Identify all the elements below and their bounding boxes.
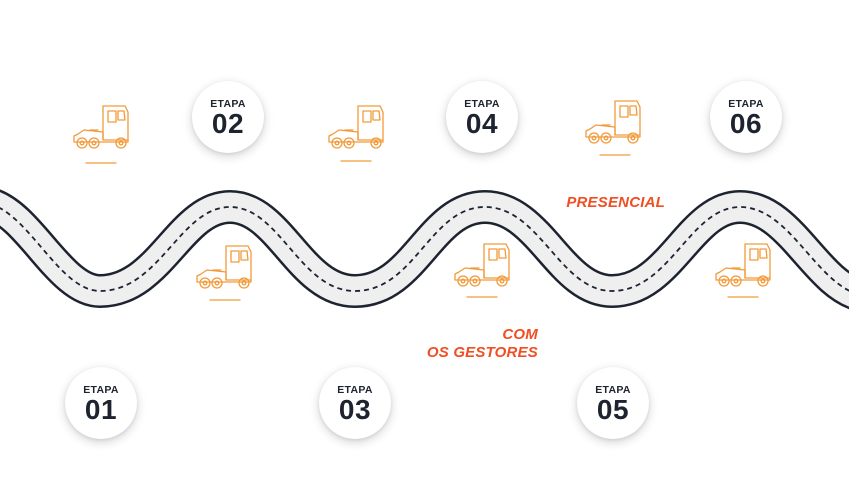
callout-presencial: PRESENCIAL: [555, 194, 665, 212]
truck-icon: [328, 105, 384, 162]
stage-number: 02: [211, 107, 245, 139]
stage-number: 03: [338, 393, 372, 425]
truck-icon: [196, 245, 252, 301]
road-center-line: [0, 206, 849, 292]
stage-03-badge: ETAPA 03: [319, 367, 391, 439]
callout-com-os-gestores: COM OS GESTORES: [410, 326, 538, 362]
truck-icon: [585, 100, 641, 156]
stage-04-badge: ETAPA 04: [446, 81, 518, 153]
callout-gestores-line1: COM: [502, 326, 538, 343]
stage-number: 01: [84, 393, 118, 425]
stage-01-badge: ETAPA 01: [65, 367, 137, 439]
stage-number: 04: [465, 107, 499, 139]
callout-gestores-line2: OS GESTORES: [426, 344, 538, 361]
truck-icon: [715, 243, 771, 298]
stage-02-badge: ETAPA 02: [192, 81, 264, 153]
stage-label: ETAPA: [464, 97, 500, 110]
truck-icon: [73, 105, 129, 164]
stage-number: 05: [596, 393, 630, 425]
stage-label: ETAPA: [210, 97, 246, 110]
stage-label: ETAPA: [728, 97, 764, 110]
stage-label: ETAPA: [595, 383, 631, 396]
stage-06-badge: ETAPA 06: [710, 81, 782, 153]
stage-label: ETAPA: [337, 383, 373, 396]
truck-icon: [454, 243, 510, 298]
stage-05-badge: ETAPA 05: [577, 367, 649, 439]
callout-presencial-text: PRESENCIAL: [566, 194, 665, 211]
stage-number: 06: [729, 107, 763, 139]
stage-label: ETAPA: [83, 383, 119, 396]
